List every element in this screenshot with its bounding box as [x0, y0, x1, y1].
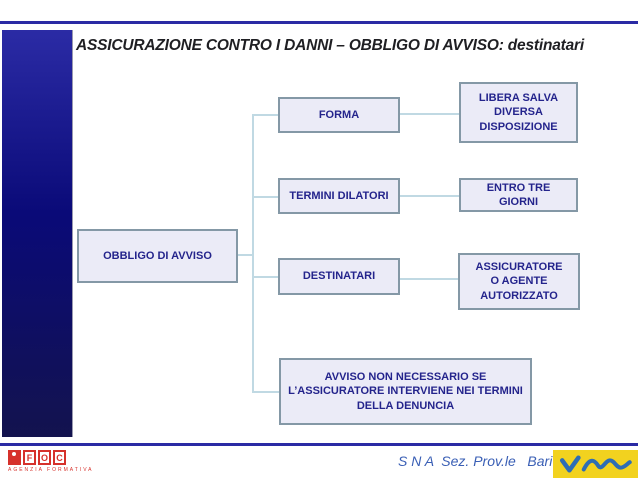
connector-forma [252, 114, 278, 116]
connector-root [238, 254, 254, 256]
ifoc-letter-f-icon: F [23, 450, 36, 465]
node-termini-dilatori: TERMINI DILATORI [278, 178, 400, 214]
ifoc-logo-tiles: F O C [8, 450, 98, 465]
node-libera-salva-diversa-disposizione: LIBERA SALVA DIVERSA DISPOSIZIONE [459, 82, 578, 143]
sna-section-label: S N A Sez. Prov.le Bari [398, 453, 553, 469]
left-accent-bar [2, 30, 73, 437]
node-assicuratore-o-agente: ASSICURATORE O AGENTE AUTORIZZATO [458, 253, 580, 310]
connector-forma-libera [400, 113, 459, 115]
connector-termini-entro [400, 195, 459, 197]
ifoc-letter-i-icon [8, 450, 21, 465]
page-title: ASSICURAZIONE CONTRO I DANNI – OBBLIGO D… [76, 37, 584, 54]
connector-destinatari-assicuratore [400, 278, 458, 280]
connector-termini [252, 196, 278, 198]
node-obbligo-di-avviso: OBBLIGO DI AVVISO [77, 229, 238, 283]
connector-destinatari [252, 276, 278, 278]
ifoc-letter-c-icon: C [53, 450, 66, 465]
footer-divider [0, 443, 638, 446]
connector-nota [252, 391, 279, 393]
sna-wave-icon [559, 455, 632, 473]
node-entro-tre-giorni: ENTRO TRE GIORNI [459, 178, 578, 212]
node-avviso-non-necessario: AVVISO NON NECESSARIO SE L’ASSICURATORE … [279, 358, 532, 425]
ifoc-letter-o-icon: O [38, 450, 51, 465]
connector-vertical-trunk [252, 114, 254, 393]
top-divider [0, 21, 638, 24]
ifoc-caption: AGENZIA FORMATIVA [8, 467, 94, 473]
ifoc-logo: F O C AGENZIA FORMATIVA [8, 450, 98, 473]
node-forma: FORMA [278, 97, 400, 133]
node-destinatari: DESTINATARI [278, 258, 400, 295]
sna-logo [553, 450, 638, 478]
